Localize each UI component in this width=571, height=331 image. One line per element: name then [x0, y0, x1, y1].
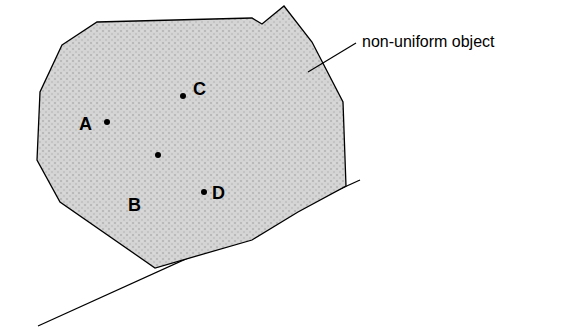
object-label: non-uniform object [362, 34, 495, 50]
point-dot [180, 93, 186, 99]
point-label: D [212, 184, 225, 202]
point-dot [201, 189, 207, 195]
point-label: B [128, 196, 141, 214]
point-label: A [79, 115, 92, 133]
leader-line [308, 43, 356, 72]
point-label: C [193, 80, 206, 98]
point-dot [104, 119, 110, 125]
point-dot [155, 152, 161, 158]
non-uniform-object [37, 6, 346, 268]
